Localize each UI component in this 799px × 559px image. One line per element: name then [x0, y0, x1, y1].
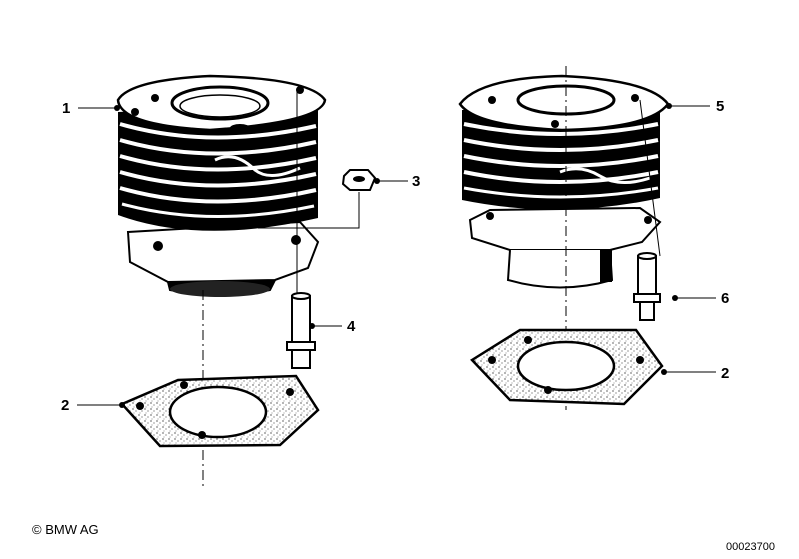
callout-1: 1	[62, 100, 70, 117]
stud-part-6[interactable]	[633, 252, 661, 321]
left-cylinder[interactable]	[116, 74, 327, 297]
right-gasket-part-2[interactable]	[470, 328, 664, 406]
document-id: 00023700	[726, 541, 775, 553]
callout-5: 5	[716, 98, 724, 115]
dowel-sleeve-part-4[interactable]	[286, 292, 316, 369]
left-gasket-part-2[interactable]	[119, 374, 320, 448]
callout-2-right: 2	[721, 365, 729, 382]
callout-leaders	[77, 103, 716, 408]
right-cylinder[interactable]	[458, 74, 670, 289]
callout-3: 3	[412, 173, 420, 190]
nut-part-3[interactable]	[341, 169, 377, 191]
callout-2-left: 2	[61, 397, 69, 414]
callout-6: 6	[721, 290, 729, 307]
callout-4: 4	[347, 318, 356, 335]
copyright-notice: © BMW AG	[32, 522, 99, 537]
